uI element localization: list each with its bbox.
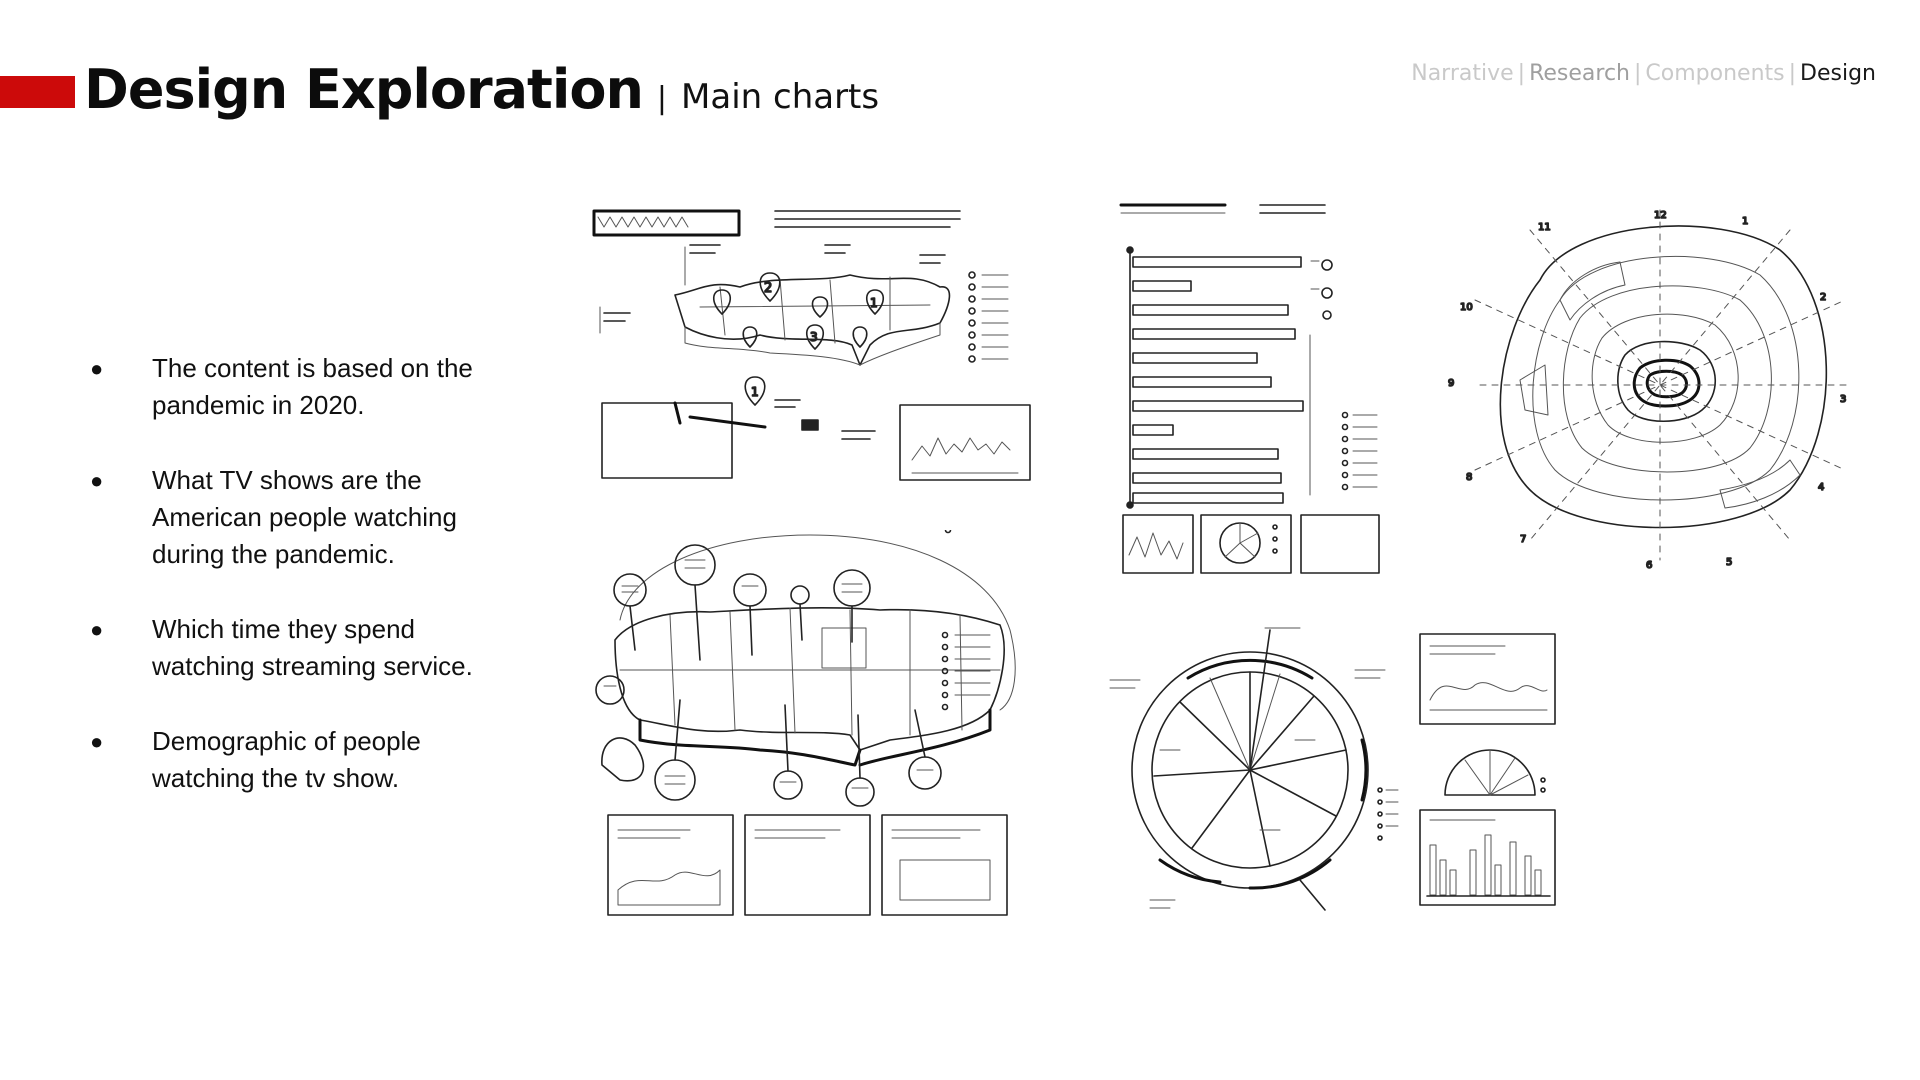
sketch-radial-clock-drawing: 12 1 2 3 4 5 6 7 8 9 10 11 (1447, 209, 1851, 572)
page-header: Design Exploration | Main charts (84, 58, 879, 121)
pin-label: 3 (810, 330, 818, 344)
title-separator: | (656, 81, 668, 116)
clock-label: 1 (1742, 216, 1748, 227)
clock-label: 10 (1460, 302, 1473, 313)
list-item: ● Demographic of people watching the tv s… (90, 723, 510, 797)
bullet-text: Demographic of people watching the tv sh… (152, 726, 421, 793)
sketch-circular-pie-drawing (1109, 627, 1399, 911)
clock-label: 3 (1840, 394, 1846, 405)
sketch-small-charts-drawing (1419, 633, 1556, 906)
list-item: ● The content is based on the pandemic in… (90, 350, 510, 424)
clock-label: 4 (1818, 482, 1824, 493)
pin-label: 1 (870, 296, 878, 310)
nav-separator: | (1634, 61, 1642, 86)
nav-item-narrative[interactable]: Narrative (1411, 61, 1514, 86)
clock-label: 12 (1654, 210, 1667, 221)
nav-item-components[interactable]: Components (1645, 61, 1785, 86)
sketch-small-charts (1415, 630, 1565, 910)
accent-bar (0, 76, 75, 108)
sketch-bar-chart-drawing (1119, 203, 1380, 574)
bullet-text: Which time they spend watching streaming… (152, 614, 473, 681)
bullet-marker: ● (90, 468, 104, 493)
bullet-marker: ● (90, 729, 104, 754)
sketch-map-pins-drawing: 2 1 3 1 (592, 209, 1031, 481)
pin-label: 2 (764, 281, 772, 296)
clock-label: 8 (1466, 472, 1472, 483)
nav-item-design[interactable]: Design (1800, 61, 1876, 86)
sketch-bar-chart (1115, 195, 1395, 580)
bullet-marker: ● (90, 617, 104, 642)
sketch-map-bubbles (590, 530, 1040, 925)
bullet-text: What TV shows are the American people wa… (152, 465, 457, 569)
list-item: ● Which time they spend watching streamin… (90, 611, 510, 685)
nav-separator: | (1788, 61, 1797, 86)
clock-label: 9 (1448, 378, 1454, 389)
sketch-map-bubbles-drawing (595, 530, 1016, 916)
clock-label: 6 (1646, 560, 1652, 571)
list-item: ● What TV shows are the American people w… (90, 462, 510, 573)
clock-label: 2 (1820, 292, 1826, 303)
bullet-marker: ● (90, 356, 104, 381)
page-title: Design Exploration (84, 58, 644, 121)
bullet-text: The content is based on the pandemic in … (152, 353, 473, 420)
page-subtitle: Main charts (681, 77, 880, 117)
nav-separator: | (1517, 61, 1526, 86)
section-nav: Narrative|Research|Components|Design (1411, 61, 1876, 86)
bullet-list: ● The content is based on the pandemic in… (90, 350, 510, 835)
clock-label: 5 (1726, 557, 1732, 568)
nav-item-research[interactable]: Research (1529, 61, 1630, 86)
sketch-circular-pie (1100, 620, 1400, 920)
sketch-radial-clock: 12 1 2 3 4 5 6 7 8 9 10 11 (1420, 190, 1870, 575)
clock-label: 11 (1538, 222, 1551, 233)
pin-label: 1 (751, 385, 759, 399)
sketch-map-pins: 2 1 3 1 (590, 195, 1040, 490)
clock-label: 7 (1520, 534, 1526, 545)
